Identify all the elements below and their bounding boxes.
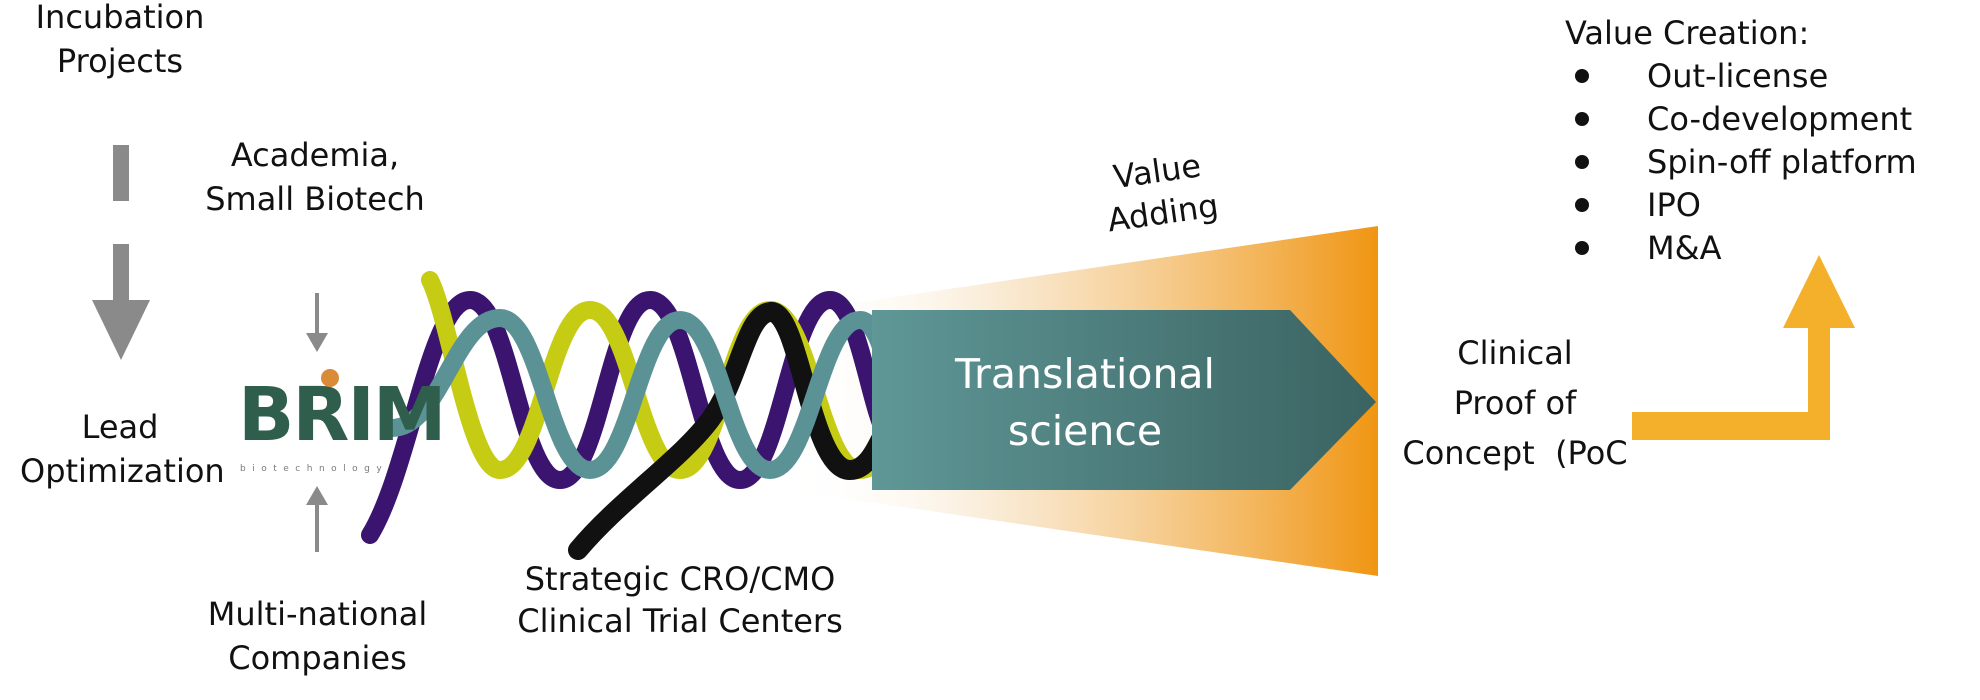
value-creation-list: Value Creation: Out-license Co-developme… (1565, 12, 1917, 270)
incubation-arrow (92, 145, 150, 360)
black-strand (568, 302, 900, 560)
cro-cmo-label: Strategic CRO/CMO Clinical Trial Centers (517, 560, 843, 640)
value-creation-item: M&A (1565, 227, 1917, 270)
multinational-label: Multi-national Companies (207, 595, 428, 678)
teal-strand (383, 308, 909, 480)
poc-elbow-arrow (1632, 255, 1855, 440)
value-creation-item: Out-license (1565, 55, 1917, 98)
brim-logo-subtitle: biotechnology (240, 464, 389, 474)
incubation-projects-label: Incubation Projects (35, 0, 205, 81)
value-creation-heading: Value Creation: (1565, 14, 1810, 52)
lead-optimization-label: Lead Optimization (20, 408, 225, 491)
academia-label: Academia, Small Biotech (205, 136, 425, 219)
clinical-poc-label: Clinical Proof of Concept (PoC (1402, 334, 1628, 472)
translational-science-arrow (872, 310, 1376, 490)
value-creation-item: Co-development (1565, 98, 1917, 141)
purple-strand (361, 290, 899, 544)
helix-strands (361, 271, 909, 560)
academia-input-arrow (306, 293, 328, 352)
translational-science-label: Translational science (955, 350, 1215, 455)
logo-dot (321, 369, 339, 387)
brim-logo-text: BRIM (238, 372, 447, 458)
value-creation-item: IPO (1565, 184, 1917, 227)
value-creation-item: Spin-off platform (1565, 141, 1917, 184)
multinational-input-arrow (306, 486, 328, 552)
brim-logo: BRIM (238, 378, 447, 452)
